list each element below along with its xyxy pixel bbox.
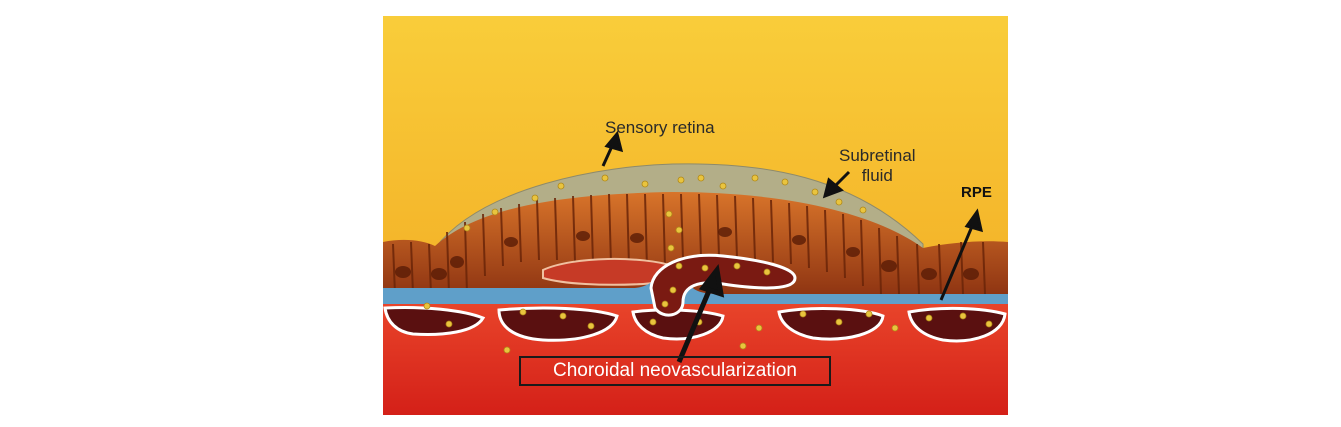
label-choroidal-neovascularization: Choroidal neovascularization — [519, 356, 831, 386]
cnv-illustration: Sensory retina Subretinal fluid RPE Chor… — [383, 16, 1008, 415]
label-subretinal-fluid-line2: fluid — [861, 166, 893, 185]
label-sensory-retina: Sensory retina — [605, 118, 715, 137]
arrow-cnv — [676, 263, 725, 363]
photoreceptor-cells — [392, 193, 986, 295]
retina-cell-band — [383, 192, 1008, 296]
cell-nuclei — [395, 227, 979, 280]
arrow-subretinal-fluid — [822, 170, 851, 199]
rpe-band — [383, 275, 1008, 304]
label-subretinal-fluid: Subretinal fluid — [839, 146, 916, 186]
exudate-dots — [423, 174, 993, 354]
arrow-rpe — [939, 208, 984, 301]
label-rpe: RPE — [961, 184, 992, 201]
neovascular-membrane — [649, 253, 797, 317]
cross-section-drawing — [383, 16, 1008, 415]
label-subretinal-fluid-line1: Subretinal — [839, 146, 916, 165]
arrow-sensory-retina — [601, 130, 624, 167]
